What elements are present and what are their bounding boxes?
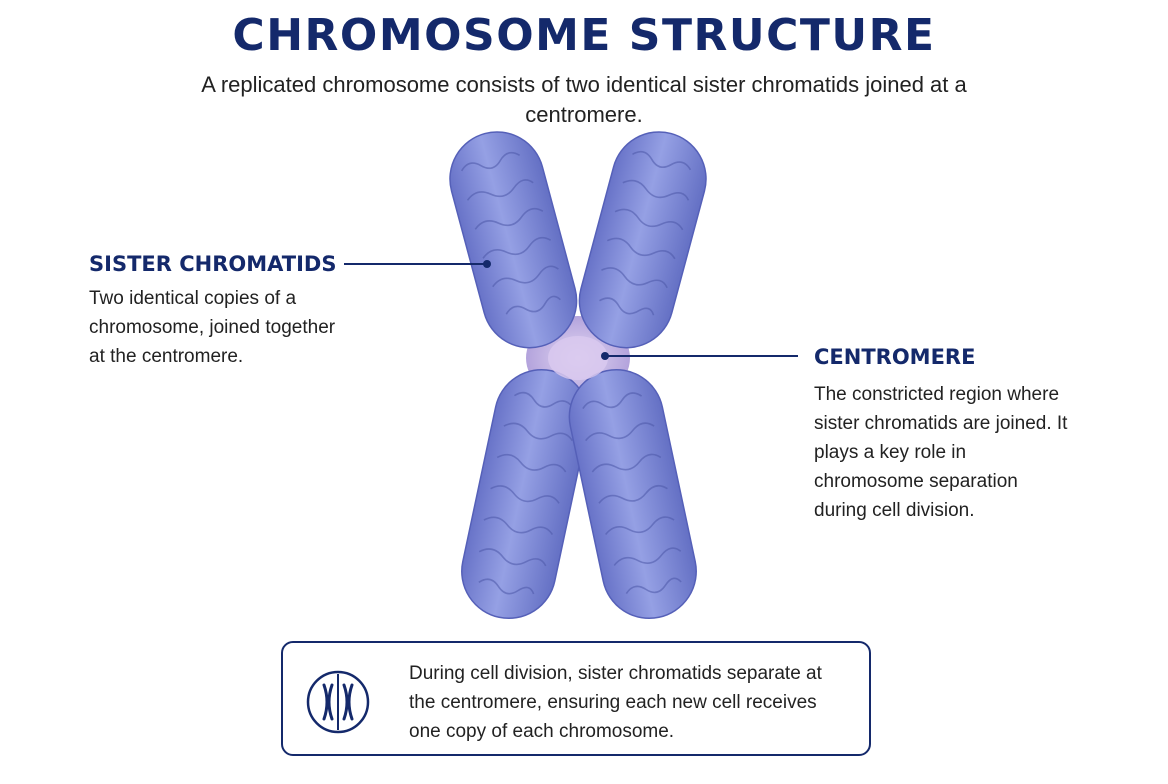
centromere-core <box>548 336 608 380</box>
chromatid-arm-upper-right <box>578 131 707 349</box>
chromosome-pair-icon <box>306 670 370 734</box>
page-title: CHROMOSOME STRUCTURE <box>232 10 936 61</box>
chromatid-arm-lower-right <box>568 368 697 620</box>
sister-chromatids-leader-dot <box>483 260 491 268</box>
chromatid-arm-upper-left <box>449 131 578 349</box>
centromere-leader-dot <box>601 352 609 360</box>
sister-chromatids-description: Two identical copies of a chromosome, jo… <box>89 288 336 367</box>
page-subtitle: A replicated chromosome consists of two … <box>201 72 967 127</box>
centromere-description: The constricted region where sister chro… <box>814 384 1068 521</box>
sister-chromatids-title: SISTER CHROMATIDS <box>89 252 337 276</box>
centromere-title: CENTROMERE <box>814 345 976 369</box>
info-box-text: During cell division, sister chromatids … <box>409 663 822 742</box>
chromatid-arm-lower-left <box>461 368 590 620</box>
info-box: During cell division, sister chromatids … <box>281 641 871 756</box>
